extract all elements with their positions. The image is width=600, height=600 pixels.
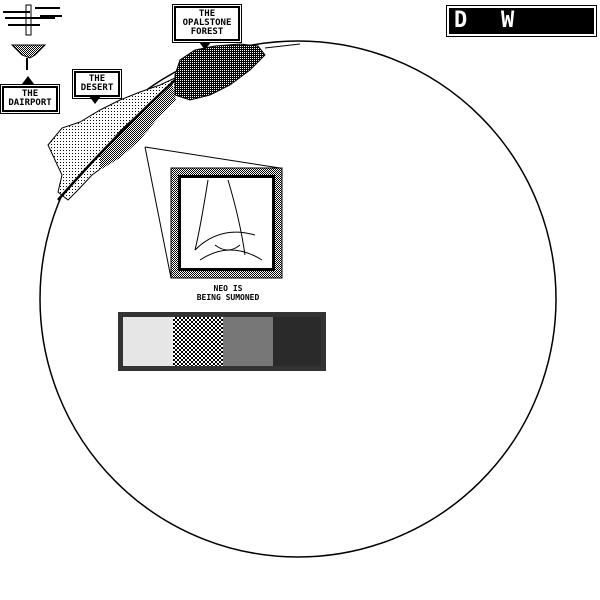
- location-label-opalstone-forest[interactable]: The Opalstone forest: [172, 4, 242, 43]
- world-circle: [39, 40, 557, 558]
- desert-pointer: [89, 96, 101, 104]
- caption-line-1: Neo is: [213, 284, 243, 293]
- desert-landmass[interactable]: [47, 77, 179, 201]
- portrait-anime-face-bandage[interactable]: [223, 317, 273, 366]
- event-caption: Neo is being sumoned: [170, 284, 286, 302]
- portrait-anime-girl-dark[interactable]: [273, 317, 321, 366]
- location-label-dairport[interactable]: The Dairport: [0, 84, 60, 114]
- portrait-sketch-character[interactable]: [123, 317, 173, 366]
- portrait-checkered-creature[interactable]: [173, 317, 223, 366]
- location-label-desert[interactable]: The Desert: [72, 69, 122, 99]
- title-letter-d: D: [454, 8, 468, 33]
- opalstone-forest-landmass[interactable]: [174, 43, 301, 101]
- caption-line-2: being sumoned: [196, 293, 260, 302]
- opalstone-pointer: [199, 42, 211, 50]
- title-panel: D W: [446, 5, 597, 37]
- callout-lines: [144, 146, 281, 279]
- dairport-tower: [3, 4, 62, 70]
- title-letter-w: W: [501, 8, 515, 33]
- portrait-strip: [118, 312, 326, 371]
- event-image-frame[interactable]: [170, 167, 283, 279]
- dairport-pointer: [22, 76, 34, 84]
